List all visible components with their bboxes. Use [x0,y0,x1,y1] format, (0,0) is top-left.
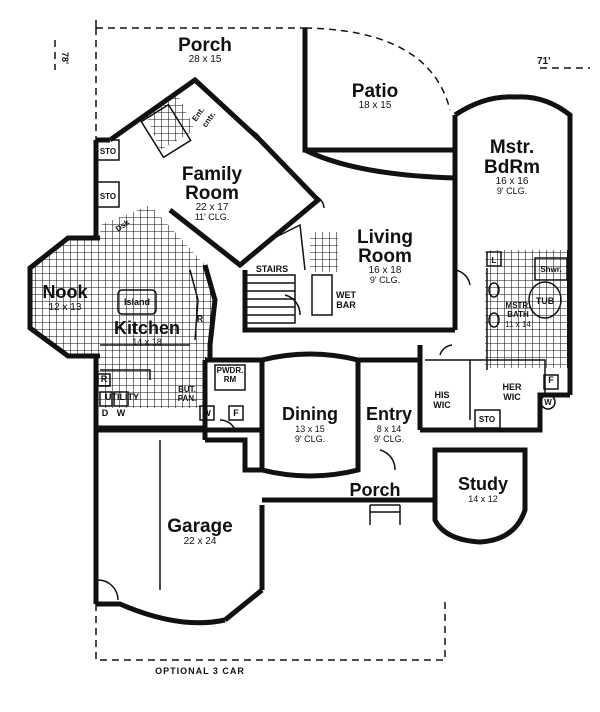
dining-dims: 13 x 15 [295,424,325,434]
entry-name: Entry [366,404,412,424]
fixture-marks [97,373,559,421]
her-wic-label-2: WIC [503,392,521,402]
powder-room-label-2: RM [224,375,237,384]
dimension-right: 71' [537,56,551,67]
living-room-name-2: Room [358,246,412,267]
sto-label-3: STO [479,415,495,424]
porch-top-dims: 28 x 15 [189,54,222,65]
garage-dims: 22 x 24 [184,536,217,547]
nook-name: Nook [43,282,89,302]
powder-room-label-1: PWDR. [217,366,244,375]
tub-label: TUB [536,296,555,306]
his-wic-label-1: HIS [434,390,449,400]
study-name: Study [458,474,508,494]
kitchen-name: Kitchen [114,318,180,338]
optional-garage-label: OPTIONAL 3 CAR [155,666,245,676]
room-labels: Porch 28 x 15 Patio 18 x 15 Ent. cntr. F… [43,35,562,676]
linen-label: L [492,256,497,265]
kitchen-dims: 14 x 18 [132,337,162,347]
furnace-label-2: F [548,375,554,385]
living-room-ceiling: 9' CLG. [370,275,400,285]
living-room-dims: 16 x 18 [369,265,402,276]
entry-ceiling: 9' CLG. [374,434,404,444]
her-wic-label-1: HER [502,382,522,392]
family-room-dims: 22 x 17 [196,202,229,213]
exterior-walls [27,28,573,626]
living-room-name-1: Living [357,227,413,248]
porch-top-name: Porch [178,35,232,56]
stairs-label: STAIRS [256,264,288,274]
master-bedroom-name-1: Mstr. [490,137,534,158]
refrigerator-label-2: R [101,374,108,384]
master-bedroom-name-2: BdRm [484,157,540,178]
sto-label-2: STO [100,192,116,201]
island-name: Island [124,297,150,307]
porch-front-name: Porch [349,480,400,500]
utility-label: UTILITY [105,392,139,402]
washer-label-2: W [203,409,211,418]
master-bedroom-ceiling: 9' CLG. [497,186,527,196]
nook-dims: 12 x 13 [49,302,82,313]
washer-label: W [117,408,126,418]
wet-bar-label-2: BAR [336,300,356,310]
interior-details [95,20,568,601]
master-bedroom-dims: 16 x 16 [496,176,529,187]
study-dims: 14 x 12 [468,494,498,504]
patio-dims: 18 x 15 [359,100,392,111]
patio-name: Patio [352,81,398,102]
garage-name: Garage [167,516,232,537]
family-room-name-2: Room [185,183,239,204]
butler-pantry-label-1: BUT. [178,385,196,394]
master-bath-dims: 11 x 14 [505,320,531,329]
sto-label-1: STO [100,147,116,156]
family-room-ceiling: 11' CLG. [195,212,230,222]
butler-pantry-label-2: PAN. [178,394,197,403]
shower-label: Shwr. [540,265,561,274]
dimension-left: 78' [60,52,70,64]
dining-ceiling: 9' CLG. [295,434,325,444]
his-wic-label-2: WIC [433,400,451,410]
tile-floors [30,95,570,408]
family-room-name-1: Family [182,164,243,185]
dryer-label: D [102,408,109,418]
washer-label-3: W [544,398,552,407]
entry-dims: 8 x 14 [377,424,402,434]
dining-name: Dining [282,404,338,424]
refrigerator-label: R [197,314,204,324]
master-bath-label-1: MSTR. [506,301,531,310]
wet-bar-label-1: WET [336,290,356,300]
furnace-label: F [233,408,239,418]
master-bath-label-2: BATH [507,310,529,319]
